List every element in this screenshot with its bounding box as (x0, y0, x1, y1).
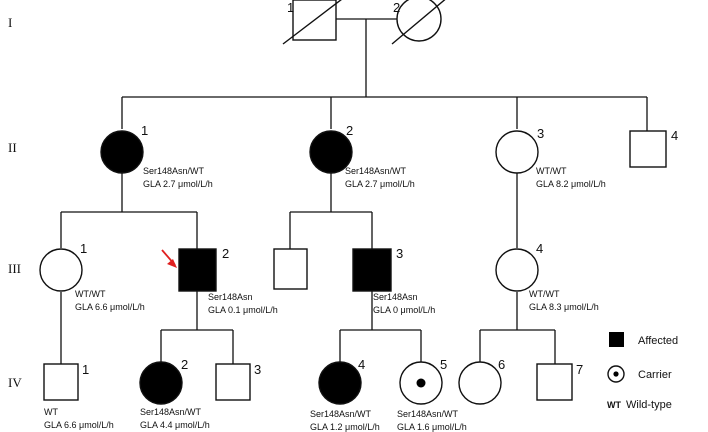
individual-number: 1 (287, 0, 294, 15)
individual-III-b1 (273, 248, 308, 290)
individual-number: 5 (440, 357, 447, 372)
genotype-label: Ser148Asn/WT (397, 409, 459, 419)
individual-IV7: 7 (536, 362, 583, 401)
female-symbol (495, 130, 539, 174)
genotype-label: WT (44, 407, 58, 417)
female-symbol (458, 361, 502, 405)
generation-label-II: II (8, 140, 17, 155)
wt-legend-abbr: WT (607, 400, 621, 410)
genotype-label: Ser148Asn/WT (345, 166, 407, 176)
affected-female-symbol (139, 361, 183, 405)
gla-label: GLA 0 μmol/L/h (373, 305, 435, 315)
individual-IV4: 4 Ser148Asn/WT GLA 1.2 μmol/L/h (310, 357, 380, 432)
carrier-dot (416, 378, 426, 388)
individual-number: 2 (393, 0, 400, 15)
deceased-slash (391, 0, 446, 45)
relationship-lines (60, 18, 648, 364)
individual-IV3: 3 (215, 362, 261, 401)
affected-female-symbol (100, 130, 144, 174)
male-symbol (215, 363, 251, 401)
individual-number: 4 (671, 128, 678, 143)
affected-legend-swatch (609, 332, 624, 347)
individual-IV5: 5 Ser148Asn/WT GLA 1.6 μmol/L/h (397, 357, 467, 432)
individual-IV2: 2 Ser148Asn/WT GLA 4.4 μmol/L/h (139, 357, 210, 430)
individual-I2: 2 (391, 0, 446, 45)
affected-male-symbol (352, 248, 392, 292)
gla-label: GLA 8.2 μmol/L/h (536, 179, 606, 189)
gla-label: GLA 1.6 μmol/L/h (397, 422, 467, 432)
individual-number: 4 (536, 241, 543, 256)
gla-label: GLA 8.3 μmol/L/h (529, 302, 599, 312)
genotype-label: Ser148Asn (208, 292, 253, 302)
individual-number: 3 (254, 362, 261, 377)
male-symbol (536, 363, 573, 401)
individual-number: 4 (358, 357, 365, 372)
affected-female-symbol (318, 361, 362, 405)
individual-II2: 2 Ser148Asn/WT GLA 2.7 μmol/L/h (309, 123, 415, 189)
gla-label: GLA 6.6 μmol/L/h (44, 420, 114, 430)
genotype-label: WT/WT (75, 289, 106, 299)
wt-legend-label: Wild-type (626, 399, 672, 411)
gla-label: GLA 4.4 μmol/L/h (140, 420, 210, 430)
affected-legend-label: Affected (638, 335, 678, 347)
individual-II1: 1 Ser148Asn/WT GLA 2.7 μmol/L/h (100, 123, 213, 189)
individual-number: 1 (80, 241, 87, 256)
male-symbol (43, 363, 79, 401)
generation-label-I: I (8, 15, 12, 30)
male-symbol (629, 130, 667, 168)
carrier-legend-dot (613, 371, 619, 377)
female-symbol (39, 248, 83, 292)
generation-label-III: III (8, 261, 21, 276)
gla-label: GLA 0.1 μmol/L/h (208, 305, 278, 315)
female-symbol (495, 248, 539, 292)
individual-number: 2 (181, 357, 188, 372)
individual-IV1: 1 WT GLA 6.6 μmol/L/h (43, 362, 114, 430)
individual-number: 2 (222, 246, 229, 261)
individual-number: 2 (346, 123, 353, 138)
generation-label-IV: IV (8, 375, 22, 390)
individual-II3: 3 WT/WT GLA 8.2 μmol/L/h (495, 126, 606, 189)
genotype-label: Ser148Asn/WT (140, 407, 202, 417)
individual-IV6: 6 (458, 357, 505, 405)
individual-number: 6 (498, 357, 505, 372)
affected-female-symbol (309, 130, 353, 174)
individual-III4: 4 WT/WT GLA 8.3 μmol/L/h (495, 241, 599, 312)
deceased-slash (282, 0, 342, 45)
individual-III2: 2 Ser148Asn GLA 0.1 μmol/L/h (161, 246, 278, 315)
individual-III3: 3 Ser148Asn GLA 0 μmol/L/h (352, 246, 435, 315)
proband-arrow-icon (161, 249, 177, 268)
affected-male-symbol (178, 248, 217, 292)
individual-number: 3 (537, 126, 544, 141)
gla-label: GLA 2.7 μmol/L/h (345, 179, 415, 189)
gla-label: GLA 1.2 μmol/L/h (310, 422, 380, 432)
individual-number: 1 (82, 362, 89, 377)
individual-III1: 1 WT/WT GLA 6.6 μmol/L/h (39, 241, 145, 312)
carrier-legend-label: Carrier (638, 369, 672, 381)
genotype-label: WT/WT (529, 289, 560, 299)
genotype-label: Ser148Asn/WT (143, 166, 205, 176)
individual-number: 7 (576, 362, 583, 377)
genotype-label: Ser148Asn/WT (310, 409, 372, 419)
gla-label: GLA 6.6 μmol/L/h (75, 302, 145, 312)
genotype-label: Ser148Asn (373, 292, 418, 302)
genotype-label: WT/WT (536, 166, 567, 176)
individual-number: 1 (141, 123, 148, 138)
individual-I1: 1 (282, 0, 342, 45)
legend: Affected Carrier WT Wild-type (607, 332, 678, 411)
male-symbol (273, 248, 308, 290)
individual-number: 3 (396, 246, 403, 261)
gla-label: GLA 2.7 μmol/L/h (143, 179, 213, 189)
individual-II4: 4 (629, 128, 678, 168)
